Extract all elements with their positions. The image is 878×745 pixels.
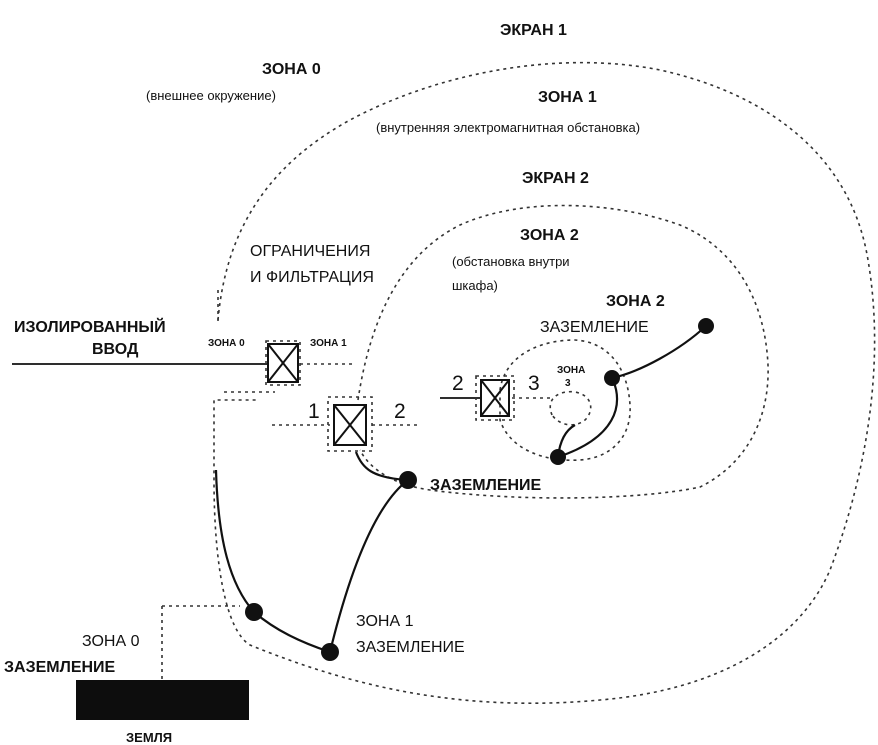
zone-3-boundary: [499, 339, 631, 461]
grounding-label: ЗАЗЕМЛЕНИЕ: [430, 477, 542, 494]
zone-3-right-wire: [557, 377, 619, 459]
filter-3-icon: [475, 375, 515, 421]
filter-2-icon: [327, 396, 373, 452]
zone-0-description: (внешнее окружение): [146, 88, 276, 103]
zone-2-description-line-1: (обстановка внутри: [452, 254, 570, 269]
filter-3-left-label: 2: [452, 372, 464, 395]
earth-connection-dash: [161, 605, 240, 680]
earth-block: [76, 680, 249, 720]
zone-2-ground-right-wire: [611, 325, 707, 380]
limitation-label-line-1: ОГРАНИЧЕНИЯ: [250, 243, 370, 260]
zone-2-description-line-2: шкафа): [452, 278, 498, 293]
zone-1-ground-to-zone-0-ground-wire: [253, 611, 331, 654]
zone-2-ground-label-line-1: ЗОНА 2: [606, 293, 665, 310]
zone-2-ground-label-line-2: ЗАЗЕМЛЕНИЕ: [540, 319, 649, 336]
isolated-input-label-line-1: ИЗОЛИРОВАННЫЙ: [14, 317, 166, 336]
ground-node-zone-1: [321, 643, 339, 661]
zone-2-ground-to-zone-1-ground-wire: [328, 479, 409, 653]
ground-node-zone-3-bottom: [550, 449, 566, 465]
screen-2-label: ЭКРАН 2: [522, 170, 589, 187]
ground-node-zone-0: [245, 603, 263, 621]
limitation-label-line-2: И ФИЛЬТРАЦИЯ: [250, 269, 374, 286]
filter-3-right-label: 3: [528, 372, 540, 395]
zone-2-title: ЗОНА 2: [520, 227, 579, 244]
zone-0-ground-label-line-2: ЗАЗЕМЛЕНИЕ: [4, 659, 116, 676]
isolated-input-label-line-2: ВВОД: [92, 341, 139, 358]
filter-1-left-label: ЗОНА 0: [208, 338, 245, 349]
screen-2-boundary: [357, 204, 769, 499]
zone-1-ground-label-line-2: ЗАЗЕМЛЕНИЕ: [356, 639, 465, 656]
zone-1-ground-label-line-1: ЗОНА 1: [356, 613, 414, 630]
zone-3-number: 3: [565, 378, 571, 389]
zone-3-inner-loop: [549, 390, 592, 426]
zone-1-title: ЗОНА 1: [538, 89, 597, 106]
earth-label: ЗЕМЛЯ: [126, 730, 172, 745]
zone-0-ground-left-wire: [214, 469, 255, 613]
zone-0-title: ЗОНА 0: [262, 61, 321, 78]
ground-node-main: [399, 471, 417, 489]
zone-0-ground-label-line-1: ЗОНА 0: [82, 633, 140, 650]
zone-1-to-zone-2-ground-wire: [354, 451, 409, 482]
zone-3-title: ЗОНА: [557, 365, 585, 376]
zone-1-description: (внутренняя электромагнитная обстановка): [376, 120, 640, 135]
ground-node-zone-2-right: [698, 318, 714, 334]
screen-1-boundary: [213, 61, 876, 705]
filter-2-left-label: 1: [308, 400, 320, 423]
ground-node-zone-3: [604, 370, 620, 386]
filter-1-right-label: ЗОНА 1: [310, 338, 347, 349]
screen-1-label: ЭКРАН 1: [500, 22, 567, 39]
filter-1-icon: [265, 340, 301, 386]
filter-2-right-label: 2: [394, 400, 406, 423]
